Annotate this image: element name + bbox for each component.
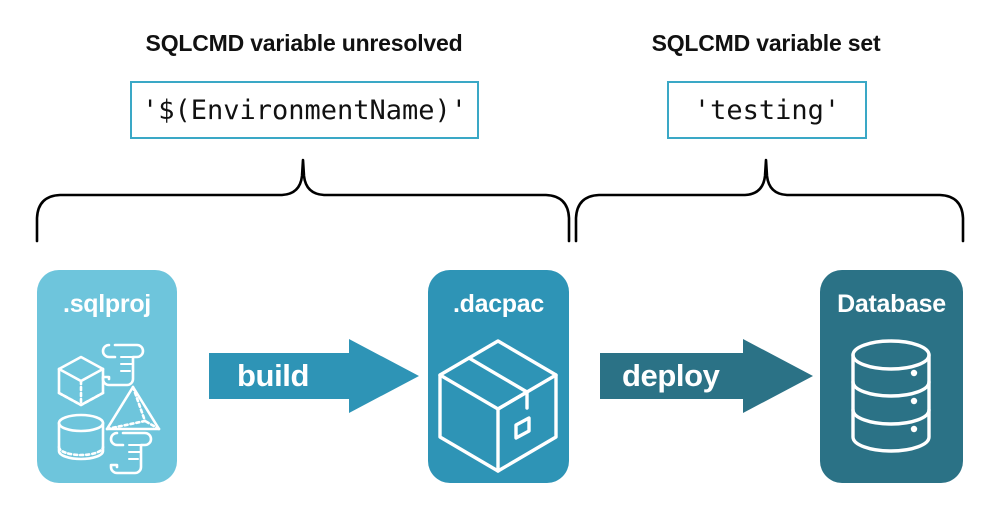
stage-box-dacpac: .dacpac bbox=[428, 270, 569, 483]
scroll-icon bbox=[109, 431, 153, 475]
package-box-icon bbox=[438, 339, 558, 473]
brace-build-scope bbox=[35, 158, 571, 243]
stage-box-sqlproj: .sqlproj bbox=[37, 270, 177, 483]
deploy-arrow: deploy bbox=[600, 339, 813, 413]
brace-deploy-scope bbox=[574, 158, 965, 243]
cylinder-icon bbox=[57, 413, 105, 461]
scroll-icon bbox=[101, 343, 145, 387]
database-artwork bbox=[851, 339, 931, 453]
dacpac-title: .dacpac bbox=[452, 290, 544, 318]
pyramid-icon bbox=[105, 385, 161, 431]
deploy-arrow-shape bbox=[600, 339, 813, 413]
build-arrow-shape bbox=[209, 339, 419, 413]
sqlproj-title: .sqlproj bbox=[63, 290, 151, 318]
build-arrow: build bbox=[209, 339, 419, 413]
sqlproj-artwork bbox=[57, 343, 161, 475]
stage-box-database: Database bbox=[820, 270, 963, 483]
database-title: Database bbox=[837, 290, 946, 318]
heading-sqlcmd-variable-set: SQLCMD variable set bbox=[651, 30, 881, 56]
dacpac-artwork bbox=[438, 339, 558, 473]
heading-sqlcmd-variable-unresolved: SQLCMD variable unresolved bbox=[145, 30, 463, 56]
code-box-testing: 'testing' bbox=[667, 81, 867, 139]
cube-icon bbox=[57, 355, 105, 407]
database-cylinder-icon bbox=[851, 339, 931, 453]
code-box-environment-name: '$(EnvironmentName)' bbox=[130, 81, 479, 139]
